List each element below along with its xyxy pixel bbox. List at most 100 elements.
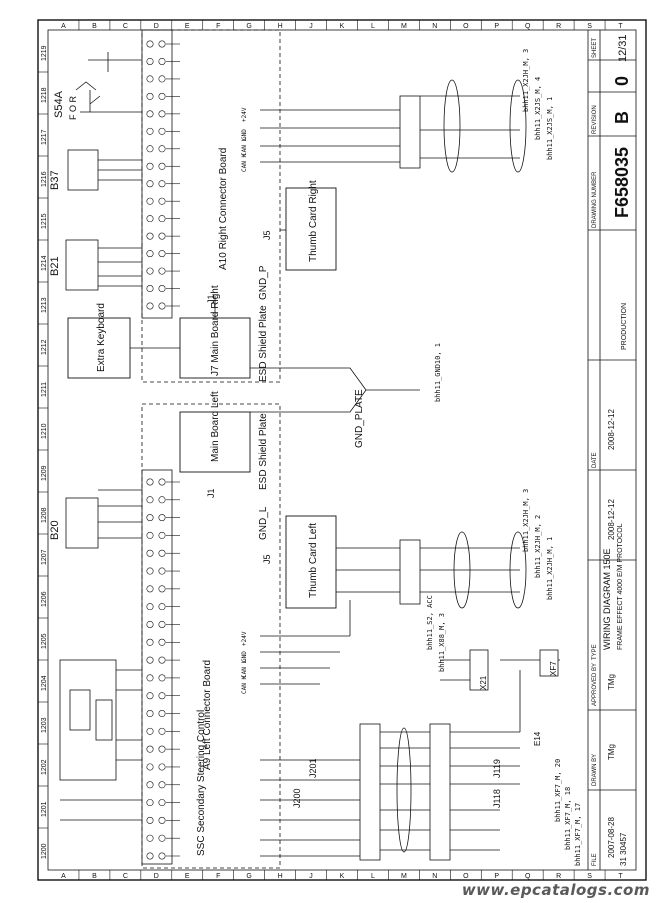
- frame-letter: P: [494, 873, 499, 880]
- connector-pin: [146, 745, 154, 753]
- frame-letter: S: [587, 23, 592, 30]
- connector-pin: [158, 496, 166, 504]
- connector-pin: [158, 285, 166, 293]
- connector-pin: [158, 250, 166, 258]
- connector-pin: [146, 40, 154, 48]
- connector-pin: [158, 180, 166, 188]
- connector-pin: [146, 567, 154, 575]
- left-cable-2: bhh11_X2JH_M, 2: [534, 515, 542, 578]
- left-cable-3: bhh11_X2JH_M, 1: [546, 537, 554, 600]
- thumb-card-left-box: [285, 515, 337, 609]
- status: PRODUCTION: [621, 303, 628, 350]
- j5-right-label: J5: [262, 230, 272, 240]
- tb-label-dwg: DRAWING NUMBER: [592, 171, 598, 228]
- connector-pin: [158, 834, 166, 842]
- connector-pin: [146, 638, 154, 646]
- connector-pin: [146, 302, 154, 310]
- connector-pin: [146, 674, 154, 682]
- frame-number: 1205: [41, 633, 48, 649]
- connector-pin: [146, 57, 154, 65]
- connector-pin: [146, 127, 154, 135]
- a9-board-label: A9 Left Connector Board: [202, 660, 213, 770]
- connector-pin: [158, 781, 166, 789]
- frame-letter: A: [61, 873, 66, 880]
- main-board-right-label: J7 Main Board Right: [210, 285, 221, 376]
- x88-cable-label: bhh11_X88_M, 3: [438, 613, 446, 672]
- a10-connector-strip: [141, 29, 173, 319]
- connector-pin: [146, 763, 154, 771]
- j1-right-label: J1: [206, 294, 216, 304]
- frame-number: 1218: [41, 87, 48, 103]
- s54a-switch: [75, 52, 142, 113]
- connector-pin: [158, 816, 166, 824]
- frame-letter: B: [92, 873, 97, 880]
- ssc-label: SSC Secondary Steering Control: [196, 710, 207, 856]
- connector-pin: [146, 180, 154, 188]
- frame-letter: F: [216, 873, 220, 880]
- signal-pin-label: GND: [241, 129, 248, 140]
- e14-label: E14: [533, 731, 542, 746]
- j200-label: J200: [292, 788, 302, 808]
- revision: B: [612, 111, 632, 124]
- connector-pin: [146, 496, 154, 504]
- frame-number: 1219: [41, 45, 48, 61]
- connector-pin: [146, 250, 154, 258]
- doc-number: 31 30457: [619, 832, 628, 866]
- connector-pin: [158, 267, 166, 275]
- connector-pin: [158, 162, 166, 170]
- x21-label: X21: [479, 675, 488, 690]
- frame-letter: M: [401, 873, 407, 880]
- gnd-plate-label: GND_PLATE: [354, 389, 365, 448]
- gnd-p-label: GND_P: [258, 265, 269, 300]
- connector-pin: [146, 603, 154, 611]
- connector-pin: [146, 620, 154, 628]
- sheet-number: 12/31: [617, 34, 629, 62]
- connector-pin: [158, 745, 166, 753]
- frame-number: 1216: [41, 171, 48, 187]
- xf7-cable-b: bhh11_XF7_M, 18: [564, 787, 572, 850]
- frame-letter: Q: [525, 873, 531, 880]
- frame-number: 1201: [41, 801, 48, 817]
- connector-pin: [146, 816, 154, 824]
- frame-letter: M: [401, 23, 407, 30]
- connector-pin: [158, 710, 166, 718]
- connector-pin: [146, 162, 154, 170]
- frame-letter: A: [61, 23, 66, 30]
- signal-pin-label: +24V: [241, 631, 248, 646]
- left-cable-1: bhh11_X2JH_M, 3: [522, 489, 530, 552]
- frame-letter: C: [123, 23, 128, 30]
- signal-pin-label: CAN H: [241, 676, 248, 694]
- frame-letter: O: [463, 873, 469, 880]
- main-board-left-box: [179, 411, 251, 473]
- frame-number: 1207: [41, 549, 48, 565]
- connector-pin: [146, 549, 154, 557]
- connector-pin: [146, 92, 154, 100]
- connector-pin: [158, 585, 166, 593]
- frame-letter: H: [278, 23, 283, 30]
- connector-pin: [158, 567, 166, 575]
- diagram-subtitle: FRAME EFFECT 4000 E/M PROTOCOL: [617, 523, 624, 650]
- b21-sensor: [65, 239, 99, 291]
- connector-pin: [158, 620, 166, 628]
- frame-letter: C: [123, 873, 128, 880]
- frame-letter: K: [340, 23, 345, 30]
- connector-pin: [146, 145, 154, 153]
- gnd-cable-label: bhh11_GND10, 1: [434, 343, 442, 402]
- connector-pin: [158, 145, 166, 153]
- frame-letter: H: [278, 873, 283, 880]
- tb-label-file: FILE: [592, 853, 598, 866]
- frame-letter: J: [309, 23, 313, 30]
- connector-pin: [158, 531, 166, 539]
- author: TMg: [607, 744, 616, 760]
- frame-letter: P: [494, 23, 499, 30]
- frame-letter: D: [154, 23, 159, 30]
- date-1: 2008-12-12: [607, 499, 616, 540]
- frame-letter: T: [618, 23, 623, 30]
- main-board-left-label: Main Board Left: [210, 391, 221, 462]
- signal-pin-label: CAN L: [241, 660, 248, 678]
- b21-label: B21: [49, 256, 61, 276]
- b37-label: B37: [49, 170, 61, 190]
- gnd-l-label: GND_L: [258, 506, 269, 540]
- connector-pin: [146, 781, 154, 789]
